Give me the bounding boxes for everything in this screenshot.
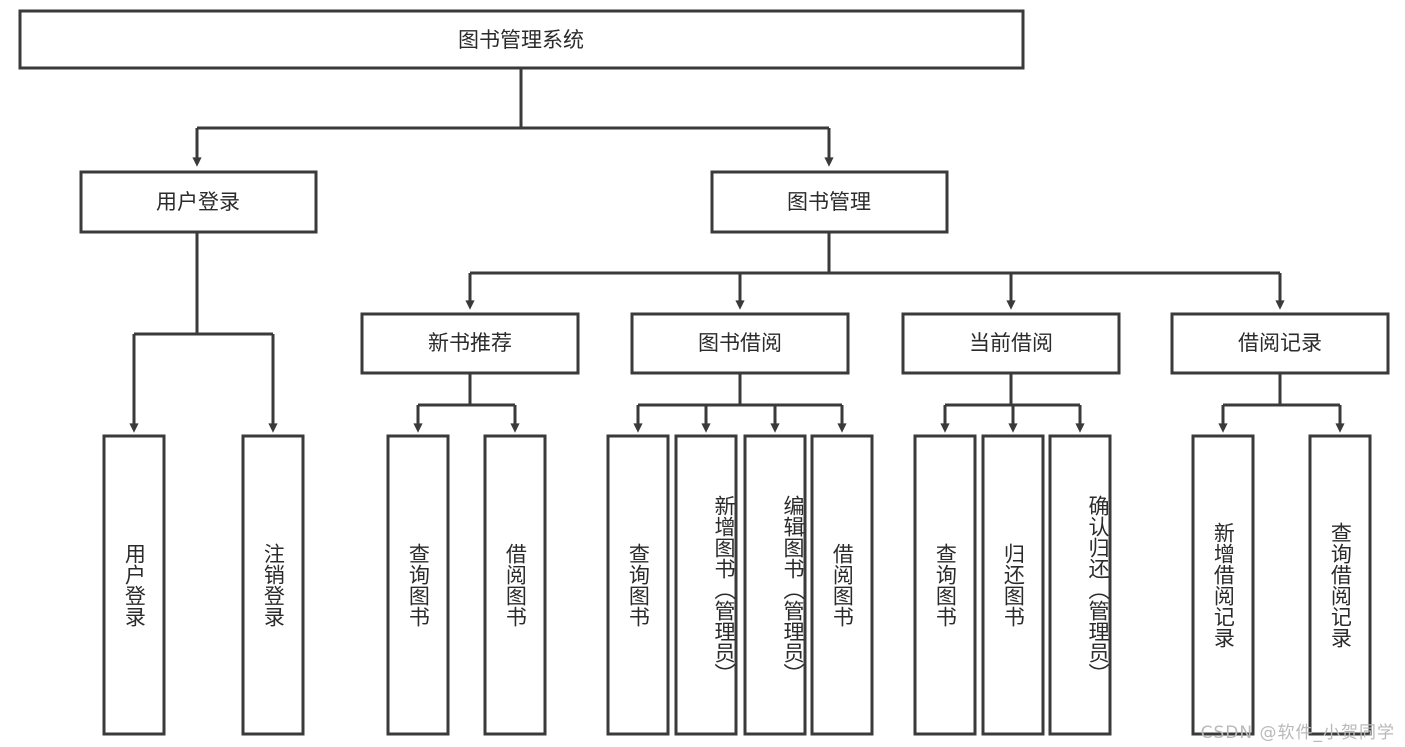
node-borrow-record[interactable]: 借阅记录 xyxy=(1170,312,1390,375)
node-current-borrow-label: 当前借阅 xyxy=(969,331,1053,355)
connector-newbook-to-leaves xyxy=(413,373,520,433)
leaf-box-user-login[interactable] xyxy=(102,434,166,736)
connector-bookborrow-to-leaves xyxy=(633,373,847,433)
connector-bookmgmt-to-level3 xyxy=(465,232,1285,310)
csdn-watermark: CSDN @软件_小贺同学 xyxy=(1200,723,1395,743)
node-new-book-recommend-label: 新书推荐 xyxy=(428,331,512,355)
leaf-boxes xyxy=(102,434,1372,736)
leaf-box-query-book-2[interactable] xyxy=(606,434,670,736)
node-current-borrow[interactable]: 当前借阅 xyxy=(901,312,1121,375)
connector-userlogin-to-leaves xyxy=(129,232,278,433)
leaf-box-return-book[interactable] xyxy=(981,434,1045,736)
connector-borrowrecord-to-leaves xyxy=(1218,373,1345,433)
leaf-box-query-record[interactable] xyxy=(1308,434,1372,736)
leaf-box-borrow-book-1[interactable] xyxy=(483,434,547,736)
leaf-box-add-record[interactable] xyxy=(1191,434,1255,736)
leaf-box-add-book-admin[interactable] xyxy=(674,434,738,736)
node-new-book-recommend[interactable]: 新书推荐 xyxy=(360,312,580,375)
leaf-box-query-book-1[interactable] xyxy=(386,434,450,736)
node-user-login[interactable]: 用户登录 xyxy=(79,170,318,234)
node-borrow-record-label: 借阅记录 xyxy=(1238,331,1322,355)
node-book-management[interactable]: 图书管理 xyxy=(710,170,949,234)
leaf-box-confirm-return[interactable] xyxy=(1048,434,1112,736)
node-book-management-label: 图书管理 xyxy=(787,190,871,214)
node-root-label: 图书管理系统 xyxy=(458,28,584,52)
node-root-book-management-system[interactable]: 图书管理系统 xyxy=(18,9,1025,70)
leaf-box-logout[interactable] xyxy=(241,434,305,736)
leaf-box-borrow-book-2[interactable] xyxy=(810,434,874,736)
node-user-login-label: 用户登录 xyxy=(156,190,240,214)
node-book-borrow-label: 图书借阅 xyxy=(698,331,782,355)
leaf-box-edit-book-admin[interactable] xyxy=(743,434,807,736)
leaf-box-query-book-3[interactable] xyxy=(913,434,977,736)
node-book-borrow[interactable]: 图书借阅 xyxy=(630,312,850,375)
connector-root-to-level2 xyxy=(192,68,834,167)
connector-currentborrow-to-leaves xyxy=(940,373,1085,433)
